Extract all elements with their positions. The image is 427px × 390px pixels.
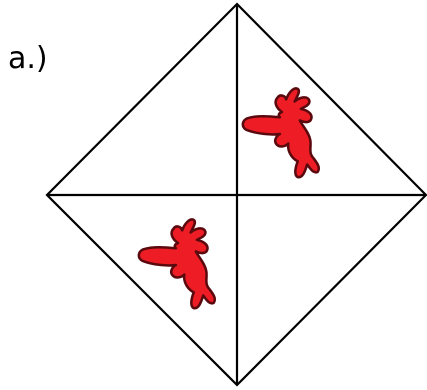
diamond-outline xyxy=(47,4,426,385)
splat-shape-upper-right xyxy=(243,88,319,177)
splat-shape-lower-left xyxy=(139,219,215,308)
